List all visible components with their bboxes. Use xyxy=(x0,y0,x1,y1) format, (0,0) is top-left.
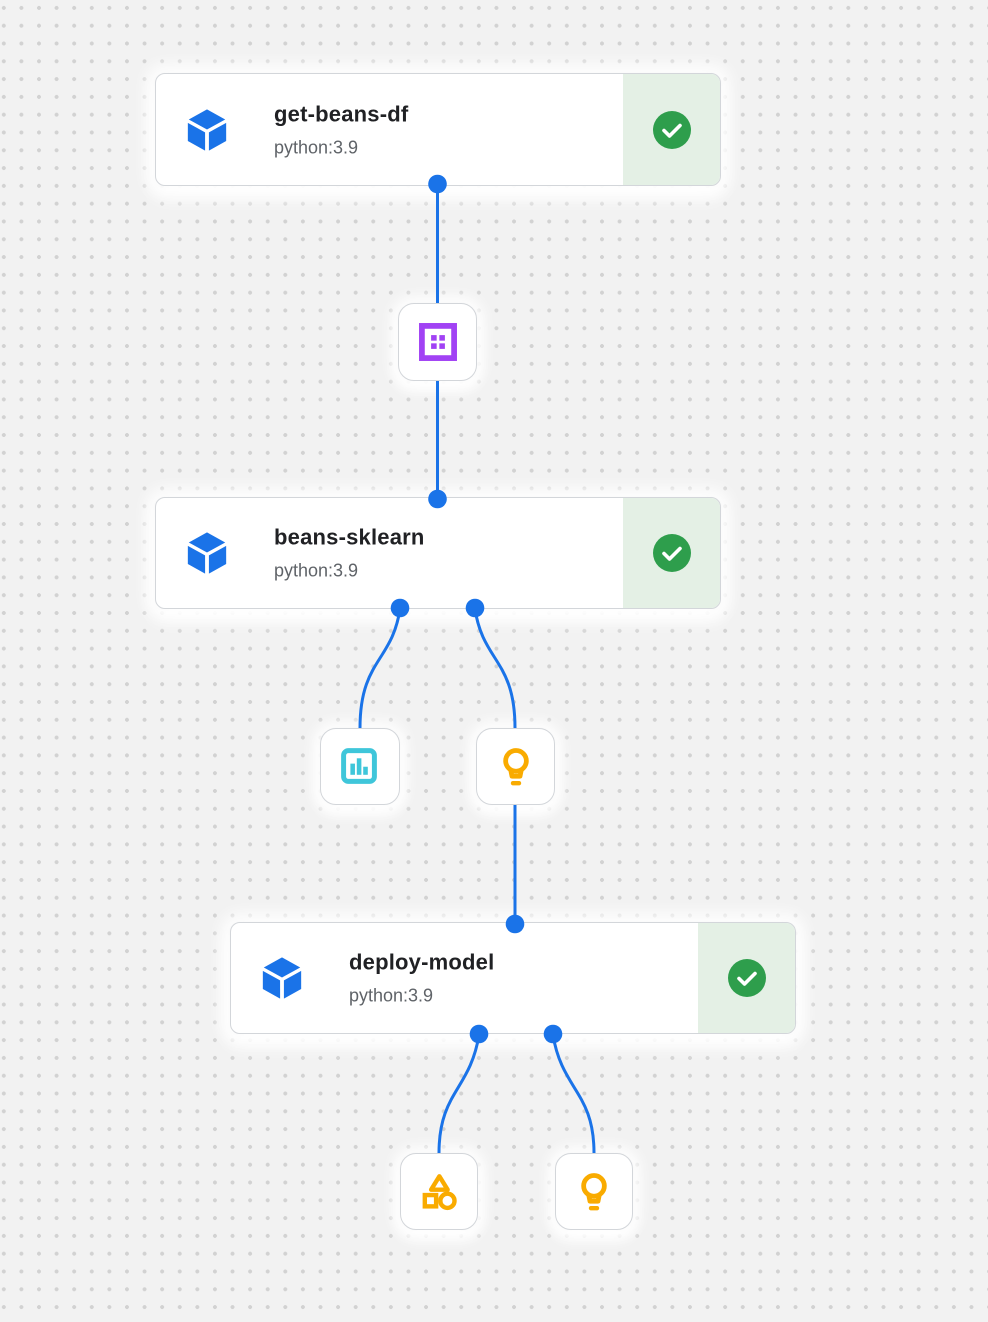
edge-deploymodel-to-model2 xyxy=(551,1034,596,1154)
task-node-beans-sklearn[interactable]: beans-sklearn python:3.9 xyxy=(155,497,721,609)
container-cube-icon xyxy=(184,107,230,153)
edge-deploymodel-to-generic xyxy=(437,1034,481,1154)
artifact-node-dataset[interactable] xyxy=(398,303,477,381)
metrics-icon xyxy=(337,744,383,790)
dataset-icon xyxy=(415,319,461,365)
task-status-strip xyxy=(698,923,795,1033)
model-lightbulb-icon xyxy=(493,744,539,790)
artifact-node-generic[interactable] xyxy=(400,1153,478,1230)
task-title: beans-sklearn xyxy=(274,524,425,550)
task-text-block: get-beans-df python:3.9 xyxy=(274,101,408,158)
container-cube-icon xyxy=(184,530,230,576)
edge-beanssklearn-to-model xyxy=(473,608,517,729)
check-circle-icon xyxy=(727,959,766,997)
task-title: deploy-model xyxy=(349,949,495,975)
artifact-node-model[interactable] xyxy=(476,728,555,805)
task-status-strip xyxy=(623,498,720,608)
task-title: get-beans-df xyxy=(274,101,409,126)
task-text-block: deploy-model python:3.9 xyxy=(349,950,494,1007)
task-node-get-beans-df[interactable]: get-beans-df python:3.9 xyxy=(155,73,721,186)
task-text-block: beans-sklearn python:3.9 xyxy=(274,525,425,582)
task-subtitle: python:3.9 xyxy=(274,137,359,157)
artifact-node-model[interactable] xyxy=(555,1153,633,1230)
edge-beanssklearn-to-metrics xyxy=(358,608,402,729)
task-subtitle: python:3.9 xyxy=(349,985,434,1006)
generic-artifact-icon xyxy=(416,1169,462,1215)
model-lightbulb-icon xyxy=(571,1169,617,1215)
check-circle-icon xyxy=(652,110,691,149)
task-subtitle: python:3.9 xyxy=(274,560,359,581)
artifact-node-metrics[interactable] xyxy=(320,728,400,805)
check-circle-icon xyxy=(652,534,691,572)
task-status-strip xyxy=(623,74,720,185)
task-node-deploy-model[interactable]: deploy-model python:3.9 xyxy=(230,922,796,1034)
container-cube-icon xyxy=(259,955,305,1001)
